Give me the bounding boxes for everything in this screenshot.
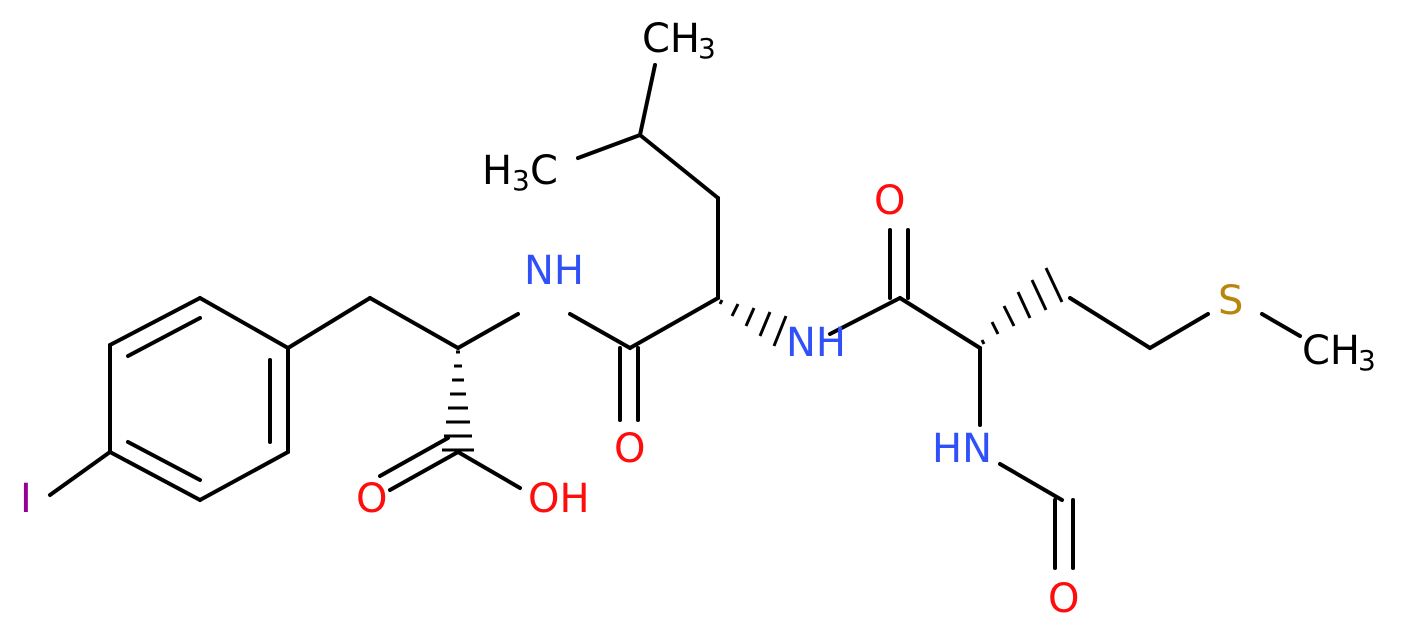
svg-text:CH: CH: [642, 16, 700, 62]
atom-ch3-upper: CH 3: [642, 16, 716, 65]
bonds: [48, 63, 1302, 570]
svg-text:C: C: [530, 148, 558, 194]
bond-ring-3: [198, 296, 290, 350]
bond-ring-ch2: [286, 296, 372, 350]
hash-met: [980, 267, 1064, 345]
atom-sulfur: S: [1218, 278, 1243, 324]
bond-ch2-calpha: [368, 296, 460, 350]
bond-cb-cg: [638, 133, 720, 200]
bond-c-met: [898, 296, 982, 350]
atom-nh-2: NH: [786, 320, 846, 366]
bond-cb-cg-met: [1068, 296, 1152, 350]
hash-tyr: [442, 350, 474, 452]
atom-oh: OH: [528, 476, 590, 522]
atom-nh-1: NH: [524, 248, 584, 294]
svg-text:3: 3: [1358, 344, 1376, 377]
bond-cooh-oh: [456, 450, 522, 490]
hashed-wedges: [442, 267, 1064, 452]
bond-calpha-n1: [456, 312, 520, 350]
bond-c-leu: [628, 296, 720, 350]
bond-cg-s: [1148, 312, 1210, 350]
bond-ring-inner-1: [126, 316, 202, 358]
atom-h3c-left: H 3 C: [482, 148, 558, 197]
bond-cooh-o-double: [378, 436, 450, 478]
svg-text:H: H: [482, 148, 512, 194]
atom-labels: I O OH NH O CH 3 H 3 C NH O HN O S CH 3: [20, 16, 1376, 622]
bond-n1-c: [568, 312, 632, 350]
bond-ring-2: [108, 296, 202, 347]
atom-o-amide-2: O: [874, 178, 905, 224]
atom-ch3-s: CH 3: [1302, 328, 1376, 377]
atom-o-formyl: O: [1048, 576, 1079, 622]
atom-iodine: I: [20, 476, 32, 522]
bond-nform-cho: [998, 462, 1064, 502]
svg-text:3: 3: [698, 32, 716, 65]
bond-s-ch3: [1260, 312, 1302, 338]
svg-text:CH: CH: [1302, 328, 1360, 374]
bond-cg-ch3left: [576, 133, 642, 160]
bond-cg-ch3up: [638, 63, 657, 137]
bond-cooh-o: [388, 450, 460, 492]
atom-o-carboxyl: O: [356, 476, 387, 522]
atom-o-amide-1: O: [614, 426, 645, 472]
svg-text:3: 3: [512, 164, 530, 197]
bond-ring-6: [108, 450, 202, 502]
bond-ring-inner-3: [126, 440, 202, 482]
bond-i-ring: [48, 450, 112, 497]
bond-n2-c: [828, 296, 902, 336]
bond-ring-5: [198, 450, 290, 502]
atom-hn-formyl: HN: [932, 426, 992, 472]
hash-leu: [718, 299, 788, 347]
